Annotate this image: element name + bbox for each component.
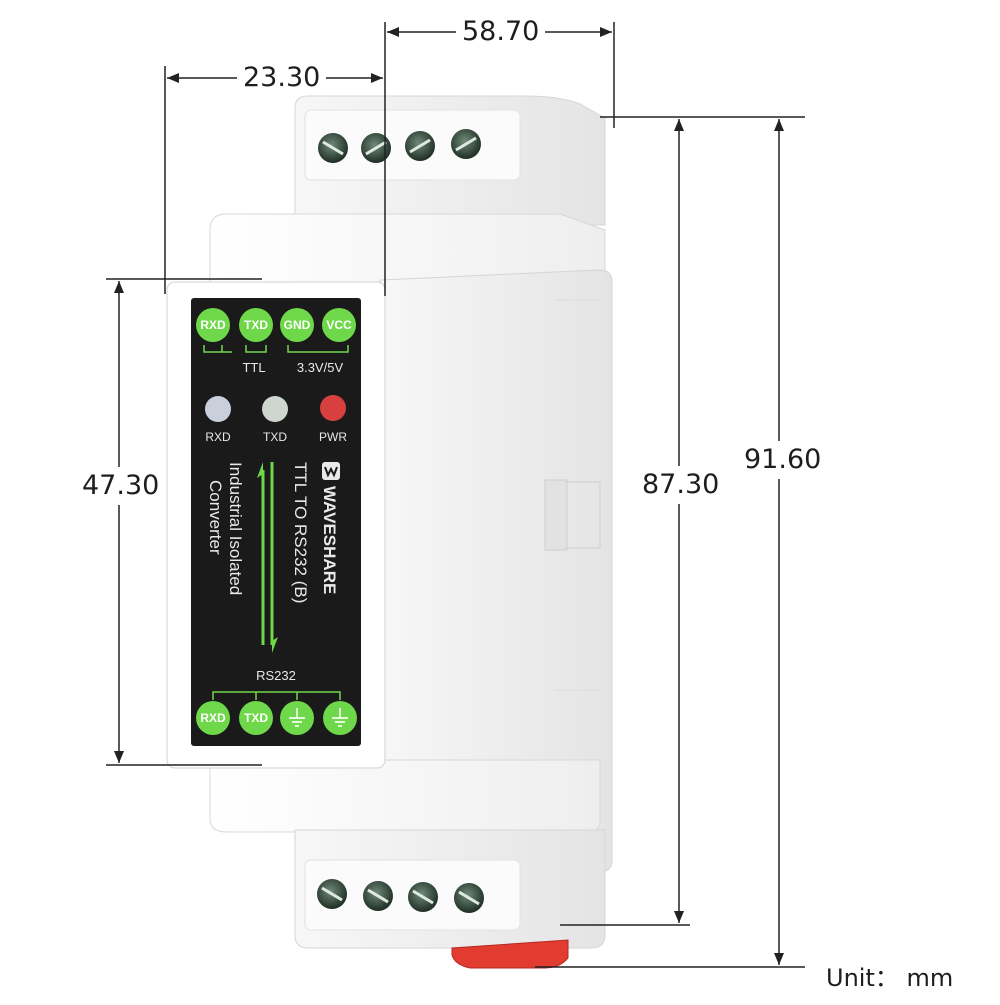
pwr-led xyxy=(320,395,346,421)
unit-label: Unit： mm xyxy=(826,964,954,992)
dimension-lines xyxy=(106,22,805,968)
rs232-label: RS232 xyxy=(256,668,296,683)
front-label-panel: RXD TXD GND VCC TTL 3.3V/5V RXD TXD PWR xyxy=(191,298,361,746)
waveshare-logo-icon xyxy=(322,462,340,480)
screw-icon xyxy=(318,133,348,163)
rs232-pin-row: RS232 RXD TXD xyxy=(196,668,357,735)
rxd-led-label: RXD xyxy=(205,430,231,444)
rs232-pin-rxd: RXD xyxy=(200,711,226,725)
bottom-terminal-screws xyxy=(317,879,484,913)
screw-icon xyxy=(405,131,435,161)
ttl-pin-gnd: GND xyxy=(284,318,311,332)
pwr-led-label: PWR xyxy=(319,430,347,444)
ground-icon xyxy=(332,708,348,727)
ttl-pin-vcc: VCC xyxy=(326,318,352,332)
screw-icon xyxy=(361,133,391,163)
voltage-label: 3.3V/5V xyxy=(297,360,344,375)
bidirectional-arrow-icon xyxy=(257,462,278,653)
product-subtitle-2: Converter xyxy=(206,480,225,555)
ground-icon xyxy=(289,708,305,727)
dimension-depth-total: 58.70 xyxy=(456,17,546,47)
dimension-depth-front: 23.30 xyxy=(237,63,327,93)
screw-icon xyxy=(408,882,438,912)
product-subtitle-1: Industrial Isolated xyxy=(226,462,245,595)
screw-icon xyxy=(454,883,484,913)
dimension-panel-height: 47.30 xyxy=(78,467,164,505)
ttl-pin-rxd: RXD xyxy=(200,318,226,332)
top-terminal-screws xyxy=(318,129,481,163)
ttl-pin-txd: TXD xyxy=(244,318,268,332)
ttl-pin-row: RXD TXD GND VCC TTL 3.3V/5V xyxy=(196,308,356,375)
screw-icon xyxy=(363,881,393,911)
ttl-label: TTL xyxy=(242,360,265,375)
status-leds: RXD TXD PWR xyxy=(205,395,347,444)
txd-led xyxy=(262,396,288,422)
rs232-pin-txd: TXD xyxy=(244,711,268,725)
rxd-led xyxy=(205,396,231,422)
product-title: TTL TO RS232 (B) xyxy=(291,462,310,603)
brand-name: WAVESHARE xyxy=(320,486,339,594)
dimension-body-height: 87.30 xyxy=(638,466,724,504)
screw-icon xyxy=(317,879,347,909)
screw-icon xyxy=(451,129,481,159)
txd-led-label: TXD xyxy=(263,430,287,444)
dimension-total-height: 91.60 xyxy=(740,441,826,479)
